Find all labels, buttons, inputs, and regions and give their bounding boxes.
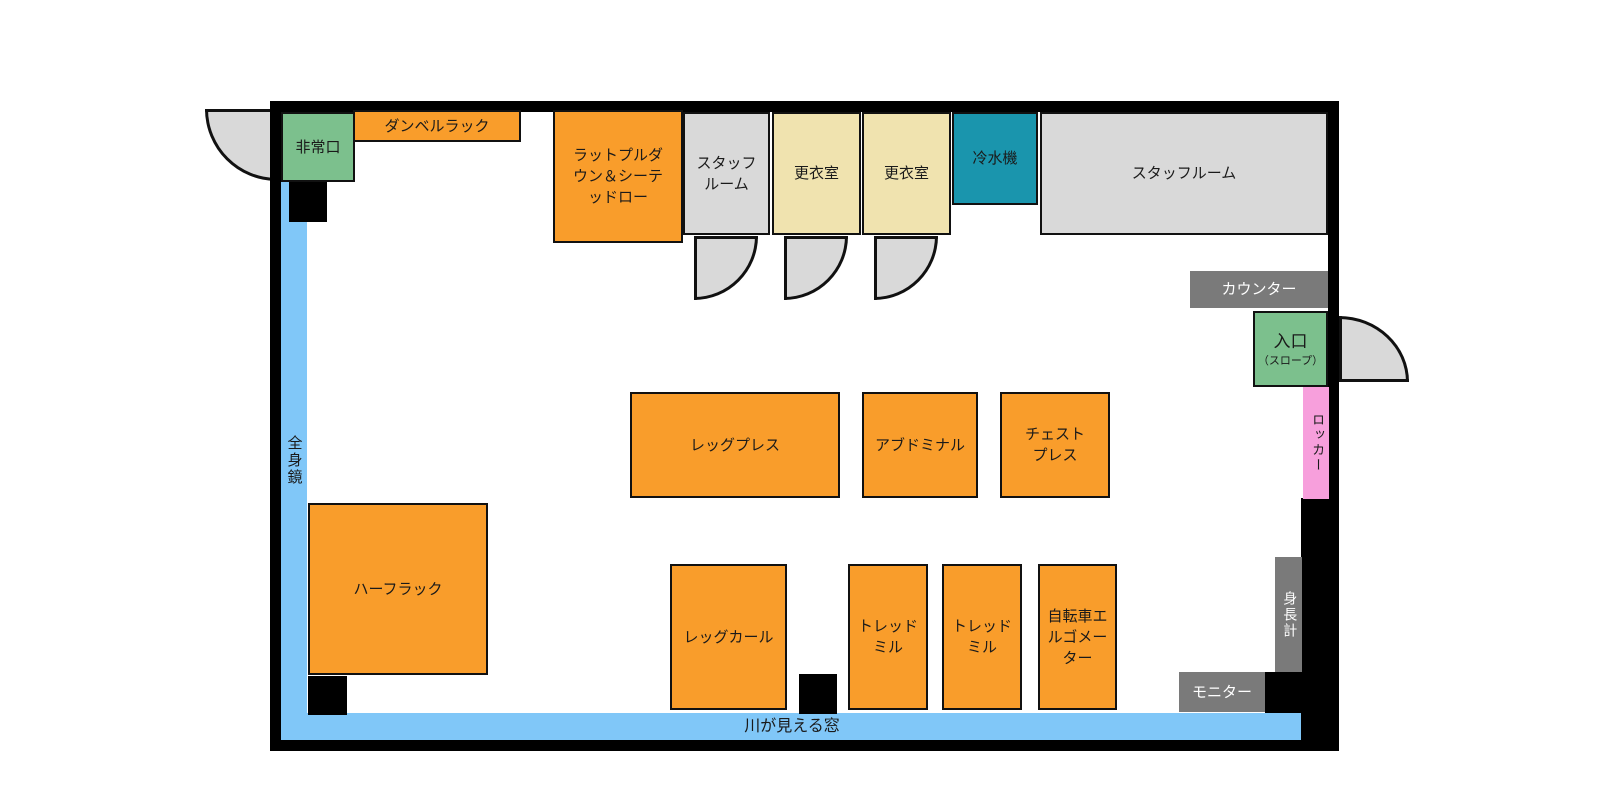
height-meter-label: 身長計 [1281,590,1298,639]
fixture-monitor: モニター [1179,672,1265,712]
half-rack-label: ハーフラック [353,579,443,598]
room-staff-small: スタッフルーム [683,112,770,235]
locker-label: ロッカー [1309,413,1325,473]
outer-walls [270,101,1339,751]
room-changing-1: 更衣室 [772,112,861,235]
water-cooler-label: 冷水機 [972,149,1018,167]
dumbbell-rack-label: ダンベルラック [384,116,490,135]
entrance-label: 入口 [1273,331,1308,352]
equipment-bike-ergometer: 自転車エルゴメーター [1038,564,1117,710]
right-wall-column [1301,498,1329,740]
room-changing-2: 更衣室 [862,112,951,235]
treadmill-1-label: トレッドミル [857,617,918,656]
fixture-water-cooler: 冷水機 [952,112,1038,205]
mirror-label: 全身鏡 [285,434,304,486]
fixture-counter: カウンター [1190,271,1328,308]
river-view-window [281,713,1303,740]
room-emergency-exit: 非常口 [281,112,355,182]
monitor-label: モニター [1191,682,1252,701]
full-length-mirror [281,182,307,740]
fixture-height-meter: 身長計 [1275,557,1302,672]
emergency-exit-door-swing [205,109,277,181]
chest-press-label: チェストプレス [1024,425,1085,464]
equipment-chest-press: チェストプレス [1000,392,1110,498]
leg-curl-label: レッグカール [683,627,774,646]
staff-room-small-label: スタッフルーム [696,153,757,193]
entrance-door-swing [1339,316,1409,382]
pillar-bottom-center [799,674,837,714]
leg-press-label: レッグプレス [689,435,780,454]
pillar-bottom-right [1265,672,1303,713]
equipment-treadmill-2: トレッドミル [942,564,1022,710]
equipment-lat-pulldown: ラットプルダウン＆シーテッドロー [553,110,683,243]
equipment-treadmill-1: トレッドミル [848,564,928,710]
bike-ergometer-label: 自転車エルゴメーター [1047,606,1108,667]
equipment-half-rack: ハーフラック [308,503,488,675]
counter-label: カウンター [1221,280,1297,298]
room-staff-large: スタッフルーム [1040,112,1328,235]
pillar-top-left [289,182,327,222]
treadmill-2-label: トレッドミル [951,617,1012,656]
emergency-exit-label: 非常口 [295,137,341,156]
changing-room-1-label: 更衣室 [793,164,839,182]
equipment-abdominal: アブドミナル [862,392,978,498]
equipment-leg-curl: レッグカール [670,564,787,710]
fixture-locker: ロッカー [1303,387,1329,499]
changing-room-2-label: 更衣室 [883,164,929,182]
window-label: 川が見える窓 [744,716,840,736]
abdominal-label: アブドミナル [874,435,965,454]
entrance-sublabel: （スロープ） [1257,354,1324,368]
pillar-bottom-left [308,676,347,715]
staff-room-large-label: スタッフルーム [1131,164,1237,182]
lat-pulldown-label: ラットプルダウン＆シーテッドロー [572,146,663,206]
room-entrance: 入口 （スロープ） [1253,311,1328,387]
equipment-leg-press: レッグプレス [630,392,840,498]
equipment-dumbbell-rack: ダンベルラック [353,110,521,142]
